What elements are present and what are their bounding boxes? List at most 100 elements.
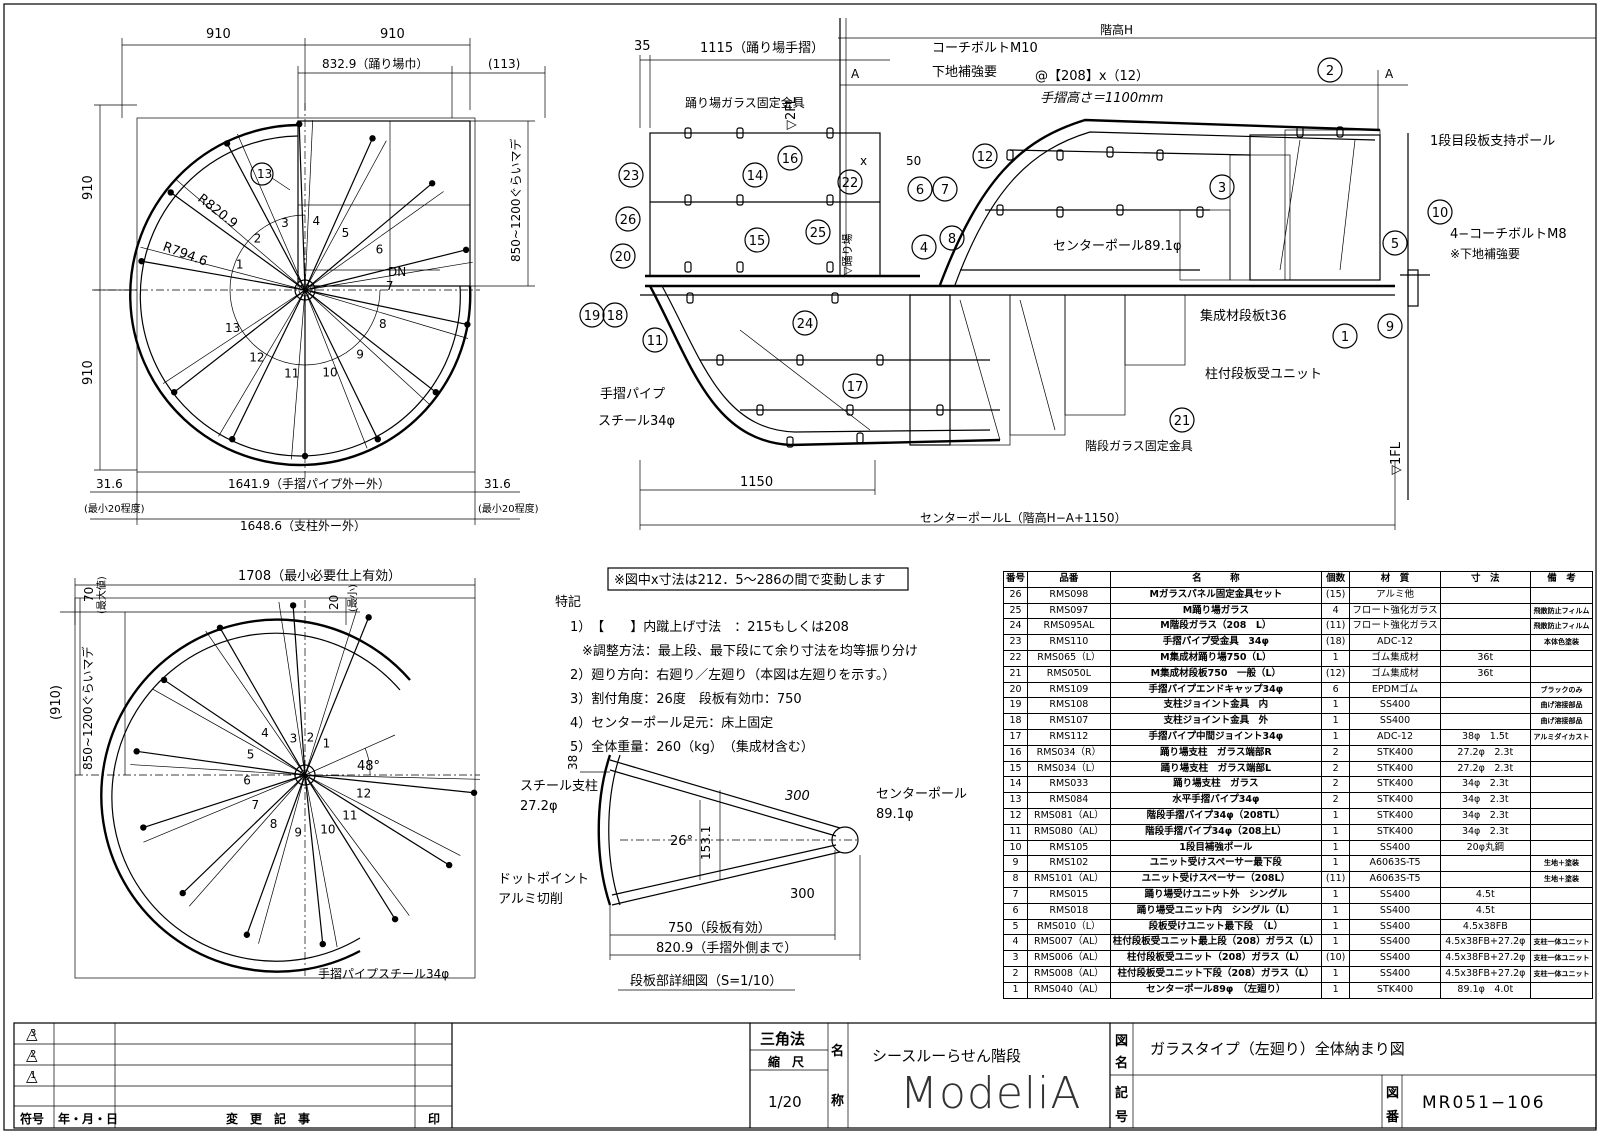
parts-cell: 89.1φ 4.0t — [1439, 981, 1531, 999]
parts-cell: 27.2φ 2.3t — [1439, 744, 1531, 762]
elev-riser-spacing: @【208】x（12） — [1035, 69, 1149, 84]
elev-reinforce-1: 下地補強要 — [932, 65, 997, 80]
parts-cell: 1 — [1320, 807, 1351, 825]
parts-cell: RMS101（AL） — [1027, 871, 1111, 888]
parts-cell — [1529, 649, 1594, 667]
callout-circle — [805, 219, 831, 245]
plan2-step-number: 3 — [290, 732, 298, 746]
record-label-2: 号 — [1115, 1110, 1129, 1125]
plan-dim-910-a: 910 — [206, 27, 231, 42]
parts-cell: アルミ他 — [1349, 586, 1441, 604]
plan-tread-line — [142, 260, 306, 291]
name-label-2: 称 — [831, 1094, 845, 1109]
plan-tread-line — [304, 140, 387, 291]
parts-cell: RMS034（R） — [1027, 744, 1111, 762]
detail-caption: 段板部詳細図（S=1/10） — [630, 973, 782, 989]
parts-cell: 2 — [1320, 760, 1351, 778]
parts-cell: 12 — [1002, 807, 1029, 825]
callout-circle — [1332, 323, 1358, 349]
callout-number: 26 — [620, 213, 637, 228]
handrail-lower — [648, 285, 1001, 447]
plan-bolt — [428, 180, 436, 187]
callout-circle — [911, 234, 937, 260]
parts-cell: 1 — [1320, 839, 1351, 857]
parts-cell: SS400 — [1349, 886, 1441, 904]
rev-mark-1: △1 — [26, 1067, 38, 1085]
plan2-step-number: 10 — [320, 823, 335, 837]
plan-bolt — [296, 120, 303, 128]
plan2-bolt — [365, 614, 372, 621]
parts-cell: 本体色塗装 — [1529, 634, 1594, 651]
parts-cell: RMS098 — [1027, 586, 1111, 604]
parts-cell — [1439, 681, 1531, 699]
parts-cell: RMS033 — [1027, 776, 1111, 794]
plan-step-number: 6 — [376, 242, 384, 256]
tread-detail: 38 300 300 26° 153.1 スチール支柱 27.2φ ドットポイン… — [498, 754, 967, 991]
parts-cell: 柱付段板受ユニット下段（208）ガラス（L） — [1109, 965, 1322, 983]
plan2-tread-line — [182, 774, 306, 894]
plan-bolt — [167, 189, 174, 196]
parts-cell: STK400 — [1349, 744, 1441, 762]
parts-cell: 飛散防止フィルム — [1529, 618, 1594, 636]
parts-cell: 踊り場受ユニット内 シングル（L） — [1109, 902, 1322, 920]
parts-cell: SS400 — [1349, 918, 1441, 936]
plan-bolt — [464, 321, 471, 328]
plan-tread-line — [304, 261, 473, 291]
callout-number: 12 — [977, 150, 994, 165]
parts-cell: RMS095AL — [1027, 618, 1111, 636]
plan2-tread-line — [278, 601, 306, 776]
glass-fixing-dot — [736, 194, 744, 206]
plan-step-number: 1 — [236, 257, 244, 271]
parts-cell: 支柱一体ユニット — [1529, 950, 1594, 967]
parts-cell: 1 — [1320, 649, 1351, 667]
parts-cell — [1529, 981, 1594, 999]
glass-fixing-dot — [684, 261, 692, 273]
callout-circle — [1382, 230, 1408, 256]
plan2-dim-850: 850~1200ぐらいマデ — [80, 647, 95, 771]
plan-step-number: 7 — [386, 279, 394, 293]
glass-fixing-dot — [1156, 149, 1164, 161]
plan2-bolt — [319, 940, 326, 948]
plan2-step-number: 4 — [261, 726, 269, 740]
parts-cell: 水平手摺パイプ34φ — [1109, 792, 1322, 809]
plan2-tread-line — [143, 774, 306, 843]
parts-cell: 手摺パイプエンドキャップ34φ — [1109, 681, 1322, 699]
parts-cell — [1439, 697, 1531, 715]
callout-circle — [618, 162, 644, 188]
product-name: シースルーらせん階段 — [872, 1047, 1021, 1065]
parts-cell — [1529, 823, 1594, 841]
plan2-tread-line — [258, 774, 306, 944]
callout-circle — [932, 176, 958, 202]
detail-center-pole-size: 89.1φ — [876, 807, 914, 822]
parts-cell: 2 — [1002, 965, 1029, 983]
drawing-number: MR051−106 — [1422, 1093, 1546, 1113]
parts-cell — [1439, 586, 1531, 604]
glass-fixing-dot — [826, 261, 834, 273]
elev-floor-height: 階高H — [1100, 22, 1133, 37]
plan-bolt — [432, 388, 440, 396]
parts-cell: 18 — [1002, 713, 1029, 730]
parts-cell: フロート強化ガラス — [1349, 602, 1441, 620]
parts-cell: 26 — [1002, 586, 1029, 604]
parts-cell — [1529, 902, 1594, 920]
parts-cell: フロート強化ガラス — [1349, 618, 1441, 636]
detail-dim-300a: 300 — [785, 789, 810, 804]
plan-tread-line — [218, 289, 306, 437]
parts-cell: 手摺パイプ受金具 34φ — [1109, 634, 1322, 651]
plan2-step-number: 9 — [294, 826, 302, 840]
elev-bolt-m8: 4−コーチボルトM8 — [1450, 227, 1567, 242]
parts-cell: RMS065（L） — [1027, 649, 1111, 667]
parts-cell: RMS109 — [1027, 681, 1111, 699]
parts-cell: SS400 — [1349, 697, 1441, 715]
header-no: 番号 — [1002, 571, 1029, 588]
plan2-tread-line — [304, 774, 475, 794]
parts-cell: 1 — [1320, 934, 1351, 952]
parts-cell: 3 — [1002, 950, 1029, 967]
plan-tread-line — [304, 289, 436, 393]
parts-cell: RMS050L — [1027, 665, 1111, 683]
